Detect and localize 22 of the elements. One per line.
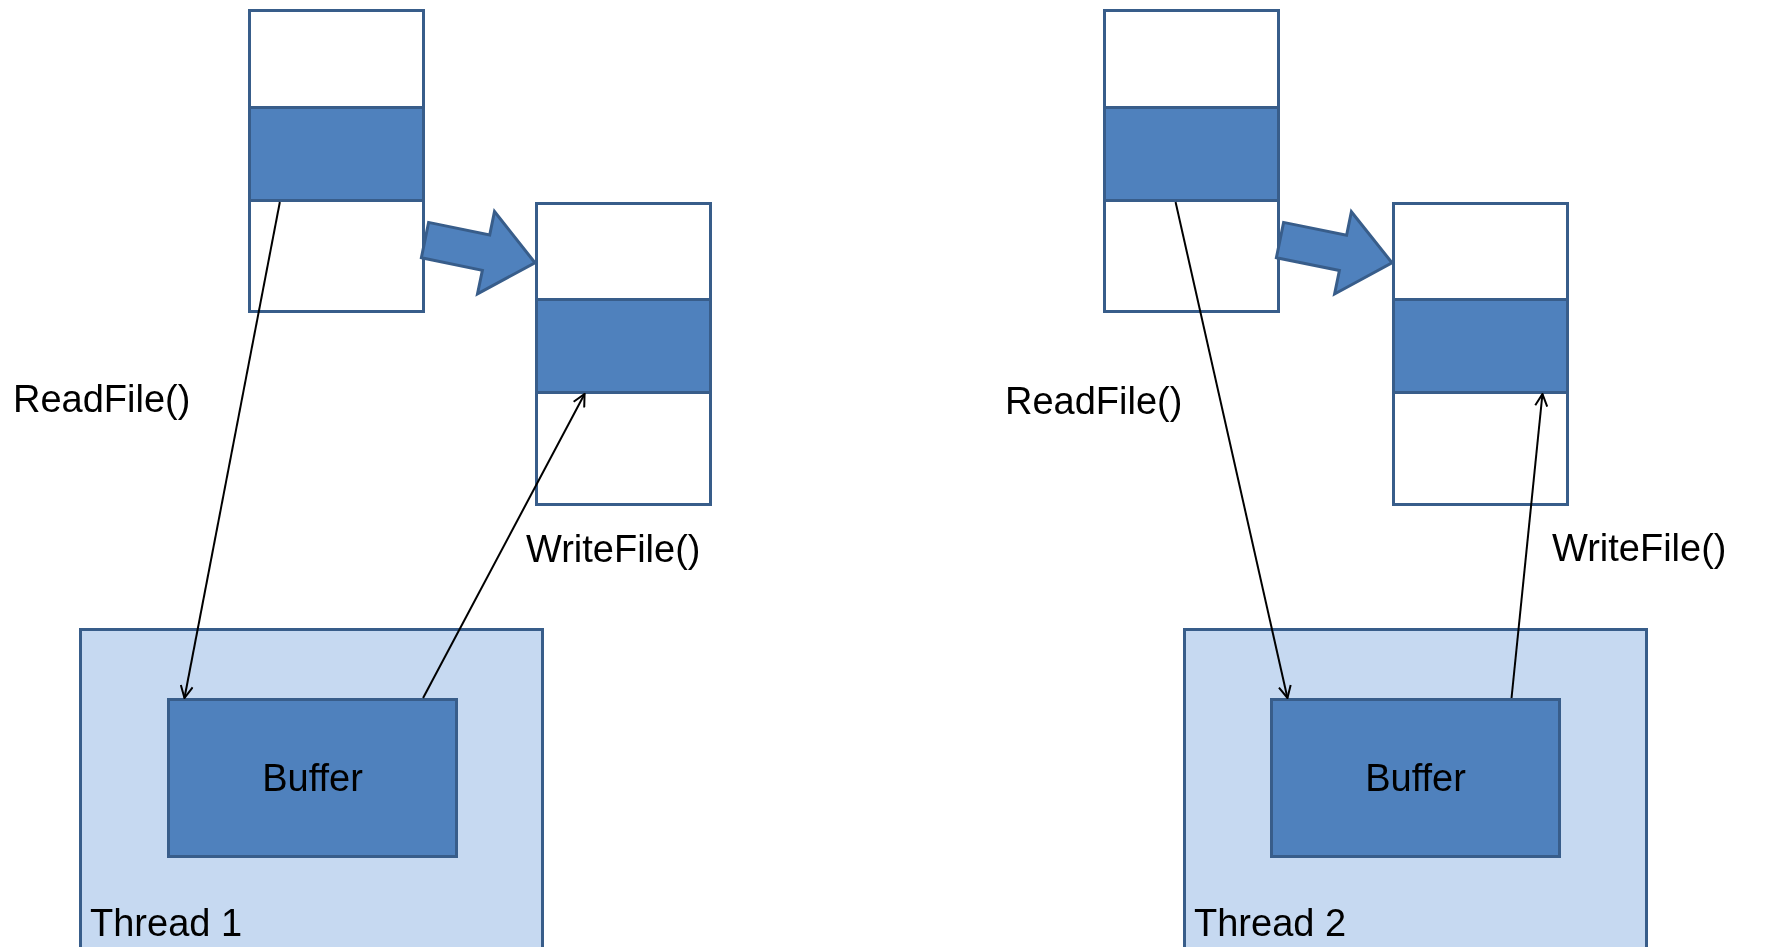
arrow: [422, 393, 586, 699]
file-segment: [1103, 106, 1280, 202]
file-block: [1392, 202, 1569, 506]
file-block: [1103, 9, 1280, 313]
thread-box: [79, 628, 544, 947]
buffer-label: Buffer: [262, 756, 363, 800]
buffer-label: Buffer: [1365, 756, 1466, 800]
file-block: [248, 9, 425, 313]
arrow: [1174, 201, 1292, 699]
thread-label: Thread 2: [1194, 902, 1347, 945]
arrow: [179, 201, 281, 699]
arrow: [1510, 393, 1549, 699]
thread-label: Thread 1: [90, 902, 243, 945]
thread-box: [1183, 628, 1648, 947]
file-segment: [535, 298, 712, 394]
block-arrow: [419, 208, 538, 297]
file-segment: [248, 106, 425, 202]
file-segment: [1392, 298, 1569, 394]
file-block: [535, 202, 712, 506]
buffer-box: [167, 698, 458, 858]
block-arrow: [1274, 208, 1395, 297]
buffer-box: [1270, 698, 1561, 858]
